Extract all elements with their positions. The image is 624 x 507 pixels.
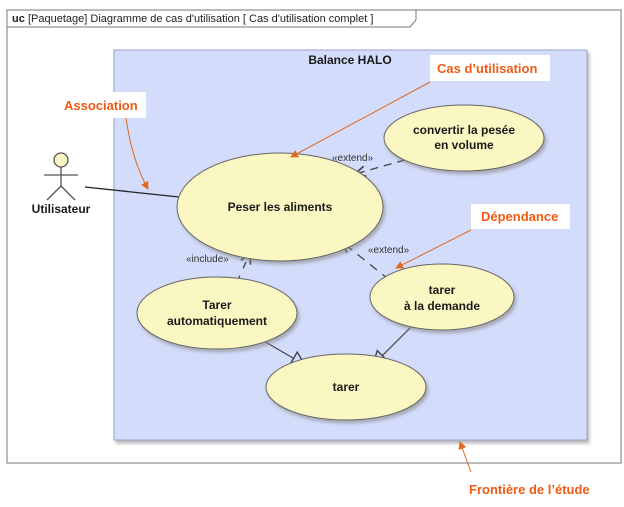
annotation-cas-label: Cas d’utilisation (437, 61, 537, 76)
extend-demande-label: «extend» (368, 245, 410, 256)
extend-demande-line (342, 242, 403, 291)
usecase-convertir[interactable]: convertir la pesée en volume (383, 104, 545, 172)
extend-convertir-label: «extend» (332, 153, 374, 164)
annotation-association-arrow (125, 117, 149, 190)
annotation-dependance: Dépendance (395, 204, 570, 269)
usecase-peser-label: Peser les aliments (228, 200, 333, 214)
usecase-convertir-label-2: en volume (434, 138, 494, 152)
system-name: Balance HALO (308, 53, 391, 67)
annotation-frontiere-arrow (458, 441, 472, 473)
annotation-association: Association (58, 92, 149, 190)
annotation-cas: Cas d’utilisation (290, 55, 550, 158)
actor-head (53, 152, 69, 168)
frame-title: [Paquetage] Diagramme de cas d'utilisati… (28, 13, 373, 25)
annotation-association-label: Association (64, 98, 138, 113)
usecase-peser[interactable]: Peser les aliments (176, 152, 384, 262)
annotation-frontiere: Frontière de l’étude (458, 441, 590, 497)
actor-utilisateur[interactable] (44, 152, 78, 201)
annotation-frontiere-label: Frontière de l’étude (469, 482, 590, 497)
usecase-convertir-label-1: convertir la pesée (413, 123, 515, 137)
annotation-cas-arrow (290, 81, 431, 158)
include-auto-label: «include» (186, 254, 229, 265)
include-auto-line (236, 253, 250, 283)
usecase-tarer-demande-label-2: à la demande (404, 299, 480, 313)
usecase-tarer-demande[interactable]: tarer à la demande (369, 263, 515, 331)
usecase-tarer-auto-label-1: Tarer (202, 298, 231, 312)
frame-kind: uc (12, 13, 25, 25)
usecase-tarer-demande-label-1: tarer (429, 283, 456, 297)
usecase-tarer[interactable]: tarer (265, 353, 427, 421)
association-line (84, 186, 180, 198)
annotation-dependance-arrow (395, 229, 472, 269)
usecase-tarer-auto-label-2: automatiquement (167, 314, 267, 328)
actor-label: Utilisateur (32, 202, 91, 216)
usecase-tarer-label: tarer (333, 380, 360, 394)
usecase-tarer-auto[interactable]: Tarer automatiquement (136, 276, 298, 350)
annotation-dependance-label: Dépendance (481, 209, 558, 224)
extend-convertir-line (355, 159, 406, 174)
